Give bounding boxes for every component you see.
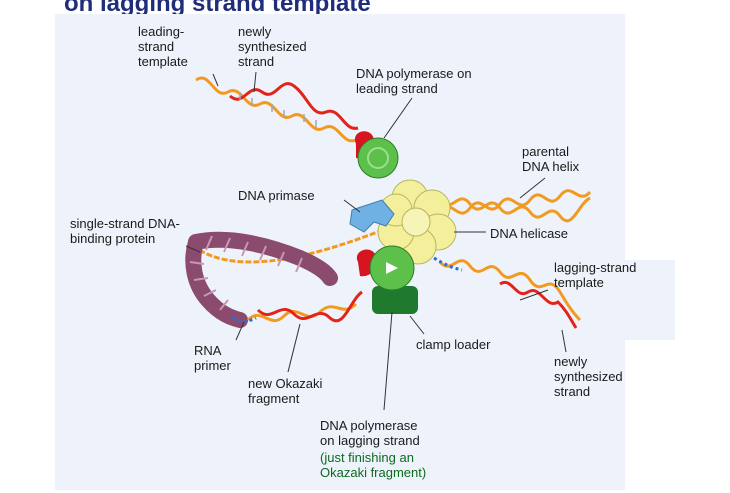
label-leading-strand-template: leading- strand template: [138, 24, 188, 69]
lagging-new-strand-right: [499, 280, 578, 329]
leading-strand-duplex: [195, 76, 359, 143]
label-polymerase-leading: DNA polymerase on leading strand: [356, 66, 472, 96]
ssb-stripes: [189, 235, 303, 311]
dna-polymerase-leading: [354, 131, 399, 179]
ssb-coat: [188, 231, 338, 286]
dna-primase: [349, 199, 395, 233]
leader-lines: [185, 71, 567, 411]
label-newly-synthesized-bottom: newly synthesized strand: [554, 354, 623, 399]
okazaki-fragment: [256, 290, 363, 323]
ssb-coat-lower: [185, 234, 248, 328]
lagging-template-strand: [438, 259, 582, 322]
page-background-right: [615, 260, 675, 340]
page-background: [55, 14, 625, 490]
clamp-loader: [372, 286, 418, 314]
lagging-loop: [185, 213, 421, 328]
label-ssb-protein: single-strand DNA- binding protein: [70, 216, 180, 246]
label-polymerase-lagging: DNA polymerase on lagging strand: [320, 418, 420, 448]
label-clamp-loader: clamp loader: [416, 337, 491, 352]
label-dna-primase: DNA primase: [238, 188, 315, 203]
lagging-strand-duplex-right: [433, 256, 582, 329]
label-lagging-template: lagging-strand template: [554, 260, 637, 290]
page-heading: on lagging strand template: [64, 0, 371, 17]
label-okazaki-fragment: new Okazaki fragment: [248, 376, 323, 406]
label-newly-synthesized-top: newly synthesized strand: [238, 24, 307, 69]
leading-template-strand: [195, 76, 357, 143]
label-parental-helix: parental DNA helix: [522, 144, 580, 174]
label-polymerase-lagging-note: (just finishing an Okazaki fragment): [320, 450, 427, 480]
leading-base-pairs: [239, 92, 317, 128]
parental-helix: [438, 189, 592, 223]
label-dna-helicase: DNA helicase: [490, 226, 569, 241]
dna-helicase: [377, 179, 457, 265]
dna-polymerase-lagging: [356, 245, 418, 314]
leading-new-strand: [229, 82, 359, 130]
label-rna-primer: RNA primer: [194, 343, 231, 373]
rna-primer-right: [433, 256, 463, 272]
rna-primer-left: [231, 316, 257, 323]
